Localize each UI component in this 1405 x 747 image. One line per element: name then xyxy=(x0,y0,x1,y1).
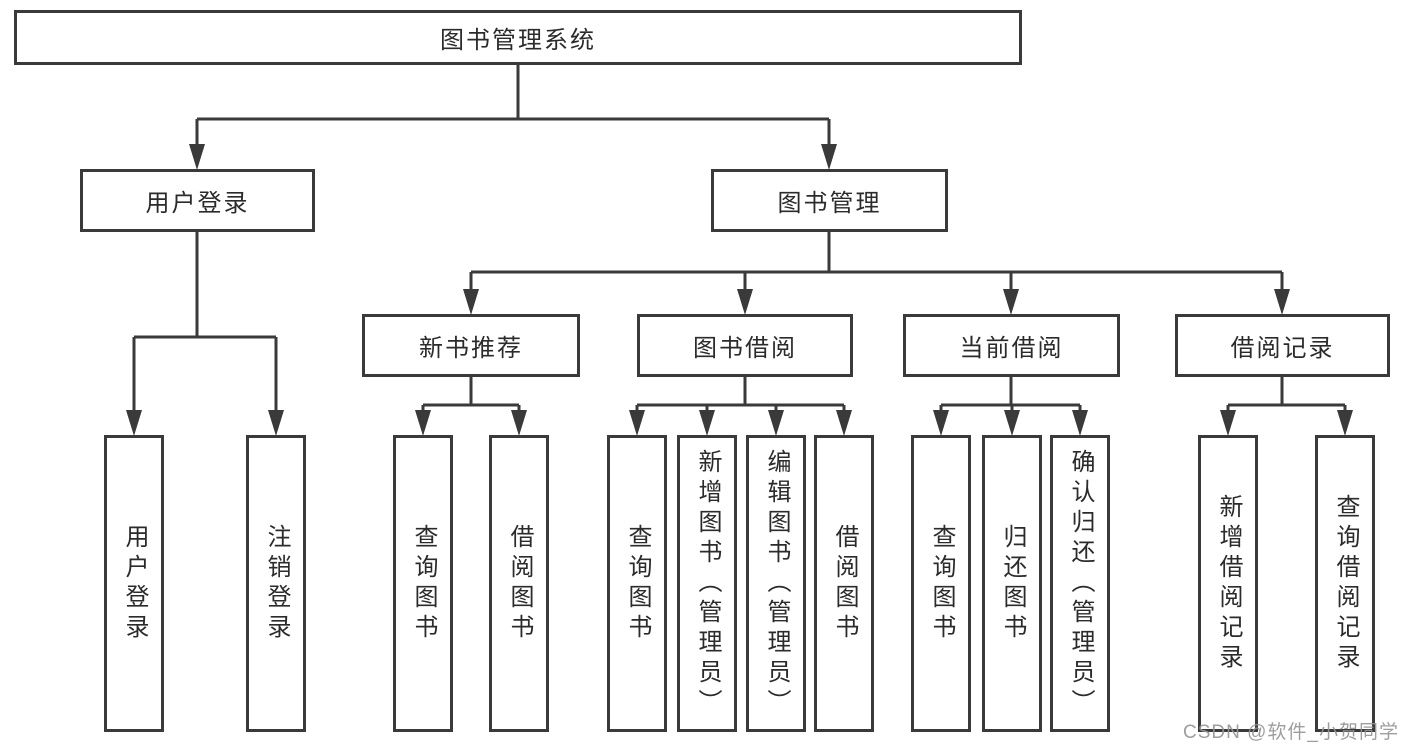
node-user-login: 用户登录 xyxy=(80,169,315,232)
leaf-query-books-current: 查询图书 xyxy=(911,435,971,732)
connector-new-book-children xyxy=(415,377,527,436)
leaf-borrow-books-recommend: 借阅图书 xyxy=(489,435,549,732)
leaf-add-books-admin: 新增图书（管理员） xyxy=(677,435,737,732)
leaf-logout-login: 注销登录 xyxy=(246,435,306,732)
node-book-borrowing: 图书借阅 xyxy=(637,314,853,377)
connector-book-management-children xyxy=(463,232,1290,315)
leaf-query-books-borrowing: 查询图书 xyxy=(607,435,667,732)
node-library-management-system: 图书管理系统 xyxy=(14,10,1022,65)
watermark: CSDN @软件_小贺同学 xyxy=(1183,722,1399,743)
leaf-user-login: 用户登录 xyxy=(104,435,164,732)
leaf-confirm-return-admin: 确认归还（管理员） xyxy=(1050,435,1110,732)
connector-current-borrowing-children xyxy=(933,377,1088,436)
leaf-return-books: 归还图书 xyxy=(982,435,1042,732)
node-borrowing-records: 借阅记录 xyxy=(1175,314,1390,377)
connector-user-login-children xyxy=(126,232,284,436)
leaf-query-books-recommend: 查询图书 xyxy=(393,435,453,732)
connector-root-to-level2 xyxy=(189,65,837,170)
node-new-book-recommendation: 新书推荐 xyxy=(362,314,580,377)
connector-book-borrowing-children xyxy=(629,377,852,436)
leaf-add-borrowing-record: 新增借阅记录 xyxy=(1198,435,1258,732)
connector-borrowing-records-children xyxy=(1220,377,1353,436)
node-book-management: 图书管理 xyxy=(711,169,948,232)
leaf-edit-books-admin: 编辑图书（管理员） xyxy=(746,435,806,732)
leaf-borrow-books-borrowing: 借阅图书 xyxy=(814,435,874,732)
leaf-query-borrowing-record: 查询借阅记录 xyxy=(1315,435,1375,732)
node-current-borrowing: 当前借阅 xyxy=(903,314,1120,377)
